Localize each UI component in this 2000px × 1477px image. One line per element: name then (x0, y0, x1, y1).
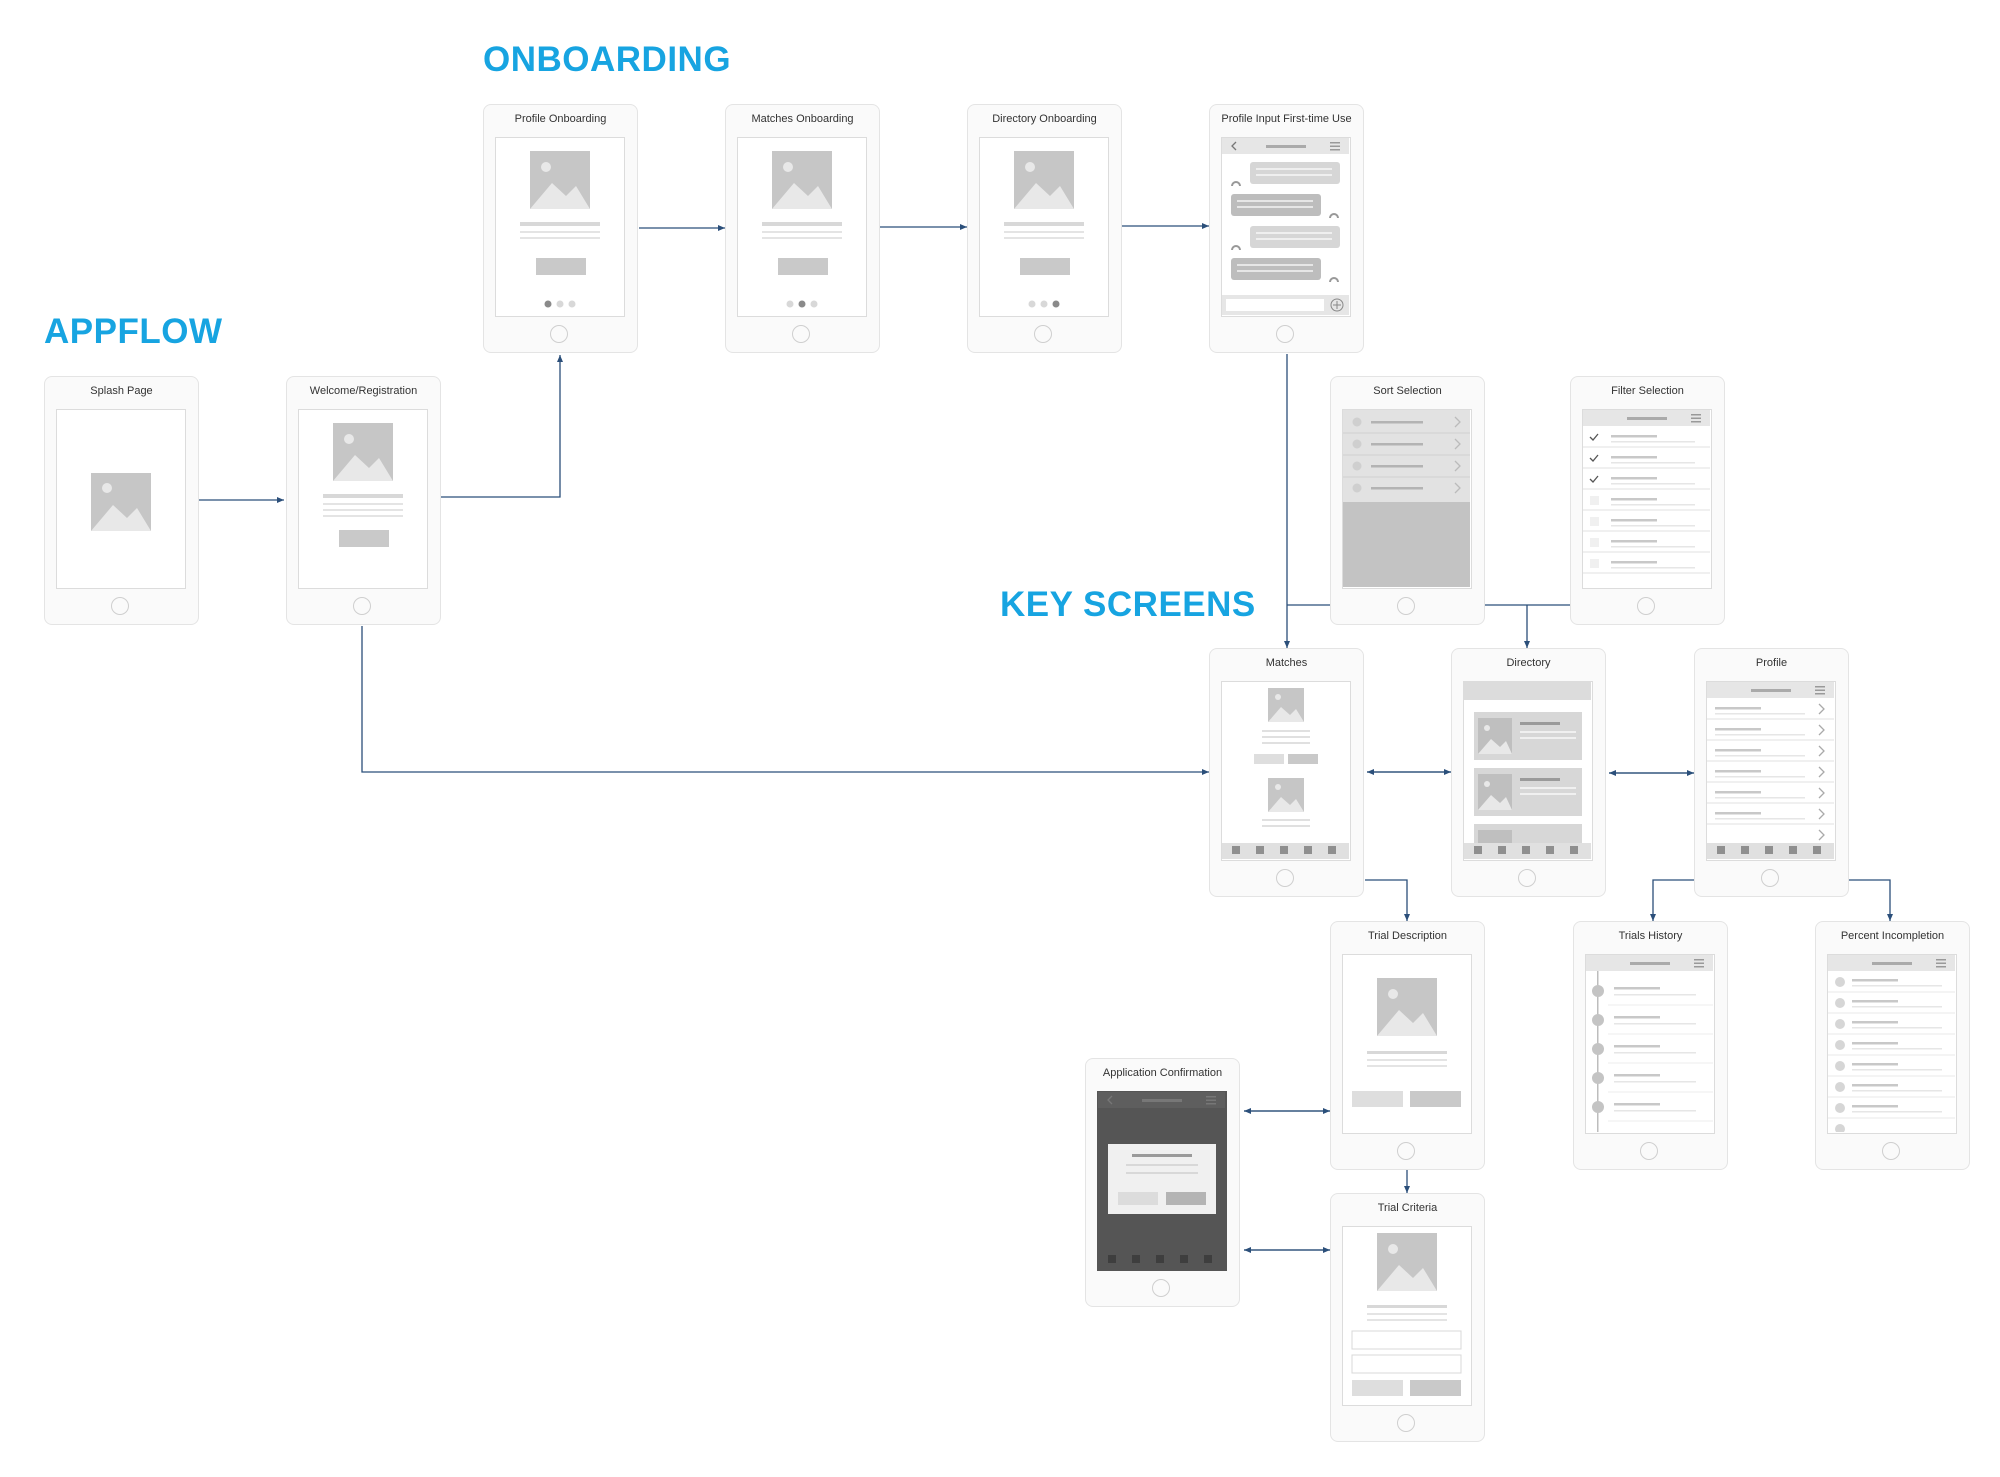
home-button-icon (1397, 1142, 1415, 1160)
screen-area (1221, 681, 1351, 861)
screen-label: Trial Description (1367, 930, 1448, 942)
screen-area (1097, 1091, 1227, 1271)
home-button-icon (111, 597, 129, 615)
home-button-icon (792, 325, 810, 343)
screen-label: Application Confirmation (1102, 1067, 1223, 1079)
screen-label: Matches (1265, 657, 1308, 669)
screen-area (298, 409, 428, 589)
connector-matches-trial-description (1365, 879, 1410, 921)
filter-wireframe (1583, 410, 1710, 574)
screen-area (979, 137, 1109, 317)
trial-criteria-wireframe (1351, 1233, 1462, 1396)
image-placeholder-icon (91, 473, 151, 531)
filter-selection-screen[interactable]: Filter Selection (1570, 376, 1725, 625)
screen-label: Profile Input First-time Use (1221, 113, 1352, 125)
home-button-icon (1152, 1279, 1170, 1297)
screen-label: Welcome/Registration (309, 385, 418, 397)
directory-onboarding-screen[interactable]: Directory Onboarding (967, 104, 1122, 353)
connector-profile-percent-incompletion (1849, 879, 1893, 921)
screen-area (1342, 954, 1472, 1134)
application-confirmation-screen[interactable]: Application Confirmation (1085, 1058, 1240, 1307)
splash-page-screen[interactable]: Splash Page (44, 376, 199, 625)
matches-screen[interactable]: Matches (1209, 648, 1364, 897)
chat-wireframe (1222, 138, 1349, 315)
profile-screen[interactable]: Profile (1694, 648, 1849, 897)
connector-profile-trials-history (1650, 879, 1694, 921)
screen-label: Trial Criteria (1377, 1202, 1438, 1214)
screen-label: Percent Incompletion (1840, 930, 1945, 942)
screen-area (1342, 1226, 1472, 1406)
onboarding-wireframe (520, 151, 600, 308)
screen-area (495, 137, 625, 317)
screen-area (56, 409, 186, 589)
screen-area (1582, 409, 1712, 589)
home-button-icon (1518, 869, 1536, 887)
percent-incompletion-screen[interactable]: Percent Incompletion (1815, 921, 1970, 1170)
onboarding-wireframe (1004, 151, 1084, 308)
onboarding-wireframe (762, 151, 842, 308)
matches-onboarding-screen[interactable]: Matches Onboarding (725, 104, 880, 353)
screen-area (1463, 681, 1593, 861)
trial-criteria-screen[interactable]: Trial Criteria (1330, 1193, 1485, 1442)
directory-wireframe (1464, 682, 1591, 859)
screen-area (1827, 954, 1957, 1134)
home-button-icon (1761, 869, 1779, 887)
home-button-icon (1640, 1142, 1658, 1160)
screen-area (1342, 409, 1472, 589)
sort-selection-screen[interactable]: Sort Selection (1330, 376, 1485, 625)
trials-history-screen[interactable]: Trials History (1573, 921, 1728, 1170)
screen-label: Profile Onboarding (514, 113, 607, 125)
home-button-icon (1276, 325, 1294, 343)
profile-onboarding-screen[interactable]: Profile Onboarding (483, 104, 638, 353)
trials-history-wireframe (1586, 955, 1713, 1132)
profile-input-screen[interactable]: Profile Input First-time Use (1209, 104, 1364, 353)
trial-description-screen[interactable]: Trial Description (1330, 921, 1485, 1170)
home-button-icon (1397, 597, 1415, 615)
screen-label: Splash Page (90, 385, 153, 397)
screen-area (737, 137, 867, 317)
home-button-icon (1276, 869, 1294, 887)
screen-area (1585, 954, 1715, 1134)
home-button-icon (550, 325, 568, 343)
home-button-icon (1397, 1414, 1415, 1432)
screen-label: Directory (1506, 657, 1551, 669)
screen-label: Profile (1755, 657, 1788, 669)
screen-label: Matches Onboarding (751, 113, 854, 125)
screen-label: Filter Selection (1611, 385, 1684, 397)
screen-area (1221, 137, 1351, 317)
screen-label: Sort Selection (1373, 385, 1442, 397)
key-screens-heading: KEY SCREENS (1000, 585, 1256, 624)
screen-area (1706, 681, 1836, 861)
percent-incompletion-wireframe (1828, 955, 1955, 1133)
onboarding-heading: ONBOARDING (483, 40, 732, 79)
home-button-icon (1637, 597, 1655, 615)
sort-wireframe (1343, 410, 1470, 587)
connector-welcome-profile-onboarding (441, 355, 563, 498)
screen-label: Trials History (1618, 930, 1683, 942)
welcome-wireframe (323, 423, 403, 547)
confirmation-modal-wireframe (1098, 1092, 1225, 1263)
home-button-icon (353, 597, 371, 615)
profile-wireframe (1707, 682, 1834, 859)
trial-description-wireframe (1352, 978, 1461, 1107)
connector-welcome-matches (361, 626, 1209, 775)
screen-label: Directory Onboarding (992, 113, 1097, 125)
directory-screen[interactable]: Directory (1451, 648, 1606, 897)
welcome-registration-screen[interactable]: Welcome/Registration (286, 376, 441, 625)
appflow-heading: APPFLOW (44, 312, 223, 351)
home-button-icon (1034, 325, 1052, 343)
matches-wireframe (1222, 688, 1349, 859)
home-button-icon (1882, 1142, 1900, 1160)
